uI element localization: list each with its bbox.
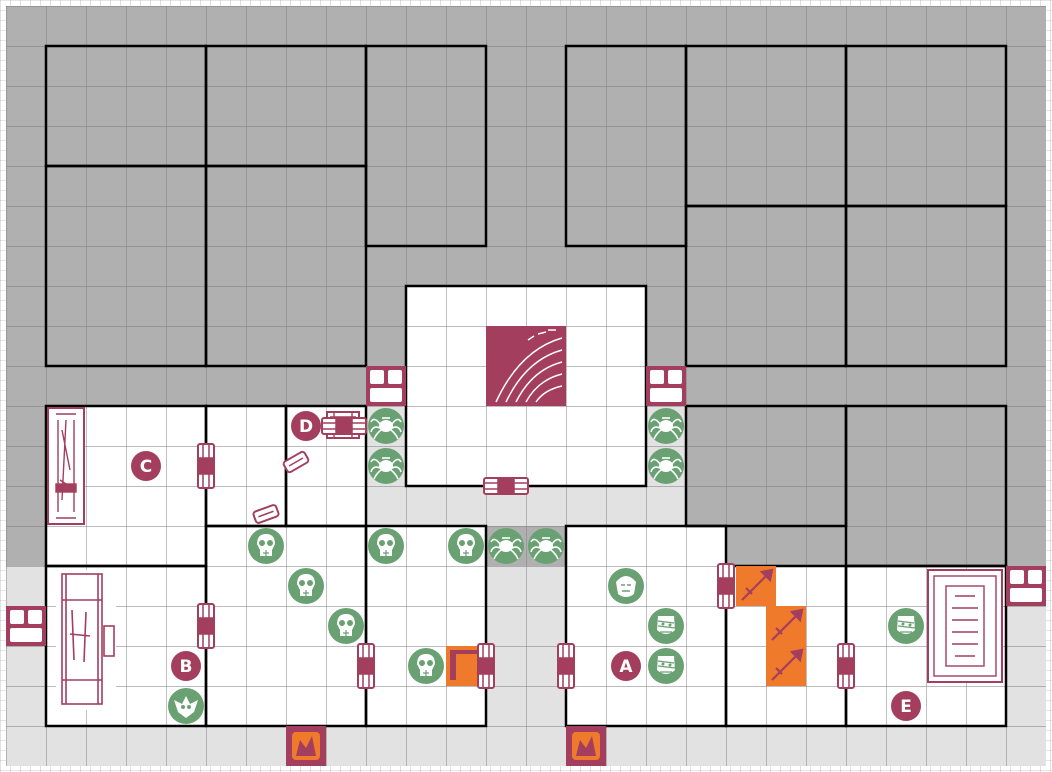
door-icon	[197, 444, 215, 488]
mummy-token[interactable]	[648, 648, 684, 684]
spider-token[interactable]	[488, 528, 524, 564]
skull-icon	[297, 574, 315, 596]
door[interactable]	[837, 643, 855, 689]
spider-icon	[650, 417, 682, 440]
spider-icon	[370, 457, 402, 480]
spider-token[interactable]	[368, 448, 404, 484]
spear-trap-icon	[771, 648, 804, 681]
spear-trap[interactable]	[766, 646, 806, 686]
door-icon	[717, 564, 735, 608]
torture-rack-tile[interactable]	[56, 570, 116, 710]
skeleton-token[interactable]	[288, 568, 324, 604]
door-icon	[292, 732, 320, 760]
marker-label: A	[619, 657, 633, 677]
rubble	[252, 504, 280, 524]
rubble	[282, 450, 310, 474]
skull-icon	[257, 534, 275, 556]
tomb-tile[interactable]	[927, 569, 1003, 683]
secret-door-icon	[370, 370, 402, 402]
secret-door-icon	[10, 610, 42, 642]
marker-e[interactable]: E	[891, 691, 921, 721]
door-icon	[322, 417, 366, 435]
door[interactable]	[286, 726, 326, 766]
markers-layer: A B C D E	[131, 411, 921, 721]
secret-door-icon	[1010, 570, 1042, 602]
skull-icon	[417, 654, 435, 676]
stairs-tile[interactable]	[486, 326, 566, 406]
mummy-icon	[657, 656, 676, 674]
marker-label: B	[180, 657, 193, 677]
spider-icon	[490, 537, 522, 560]
door-icon	[197, 604, 215, 648]
spider-token[interactable]	[648, 448, 684, 484]
spear-trap[interactable]	[766, 606, 806, 646]
secret-door[interactable]	[646, 366, 686, 406]
zombie-icon	[616, 576, 636, 597]
mummy-token[interactable]	[648, 608, 684, 644]
marker-label: D	[299, 417, 313, 437]
marker-label: E	[900, 697, 912, 717]
mummy-token[interactable]	[888, 608, 924, 644]
door[interactable]	[717, 563, 735, 609]
spider-token[interactable]	[648, 408, 684, 444]
skeleton-token[interactable]	[248, 528, 284, 564]
monsters-layer	[168, 408, 924, 724]
gargoyle-token[interactable]	[168, 688, 204, 724]
door-icon	[477, 644, 495, 688]
skull-icon	[377, 534, 395, 556]
skull-icon	[457, 534, 475, 556]
secret-door[interactable]	[1006, 566, 1046, 606]
mummy-icon	[657, 616, 676, 634]
door[interactable]	[197, 443, 215, 489]
skeleton-token[interactable]	[328, 608, 364, 644]
spider-icon	[530, 537, 562, 560]
spear-trap-icon	[741, 568, 774, 601]
rack-icon	[61, 573, 115, 705]
pit-trap-icon	[450, 650, 478, 680]
spider-token[interactable]	[368, 408, 404, 444]
skeleton-token[interactable]	[408, 648, 444, 684]
traps-layer	[446, 566, 806, 686]
door[interactable]	[557, 643, 575, 689]
bookcase-tile[interactable]	[47, 407, 85, 525]
skeleton-token[interactable]	[368, 528, 404, 564]
door-icon	[484, 477, 528, 495]
doors-layer	[6, 366, 1046, 766]
door[interactable]	[566, 726, 606, 766]
door-icon	[557, 644, 575, 688]
spider-icon	[370, 417, 402, 440]
skull-icon	[337, 614, 355, 636]
marker-d[interactable]: D	[291, 411, 321, 441]
door-icon	[357, 644, 375, 688]
skeleton-token[interactable]	[448, 528, 484, 564]
tomb-icon	[933, 575, 997, 677]
door[interactable]	[357, 643, 375, 689]
door[interactable]	[321, 417, 367, 435]
stairs-icon	[495, 329, 563, 403]
gargoyle-icon	[174, 696, 198, 718]
door-icon	[837, 644, 855, 688]
door[interactable]	[197, 603, 215, 649]
door[interactable]	[477, 643, 495, 689]
marker-c[interactable]: C	[131, 451, 161, 481]
secret-door-icon	[650, 370, 682, 402]
spider-token[interactable]	[528, 528, 564, 564]
marker-a[interactable]: A	[611, 651, 641, 681]
secret-door[interactable]	[366, 366, 406, 406]
rubble-layer	[252, 450, 310, 524]
secret-door[interactable]	[6, 606, 46, 646]
door-icon	[572, 732, 600, 760]
spear-trap-icon	[771, 608, 804, 641]
door[interactable]	[483, 477, 529, 495]
spider-icon	[650, 457, 682, 480]
marker-b[interactable]: B	[171, 651, 201, 681]
marker-label: C	[140, 457, 152, 477]
bookcase-icon	[55, 413, 77, 519]
spear-trap[interactable]	[736, 566, 776, 606]
mummy-icon	[897, 616, 916, 634]
zombie-token[interactable]	[608, 568, 644, 604]
